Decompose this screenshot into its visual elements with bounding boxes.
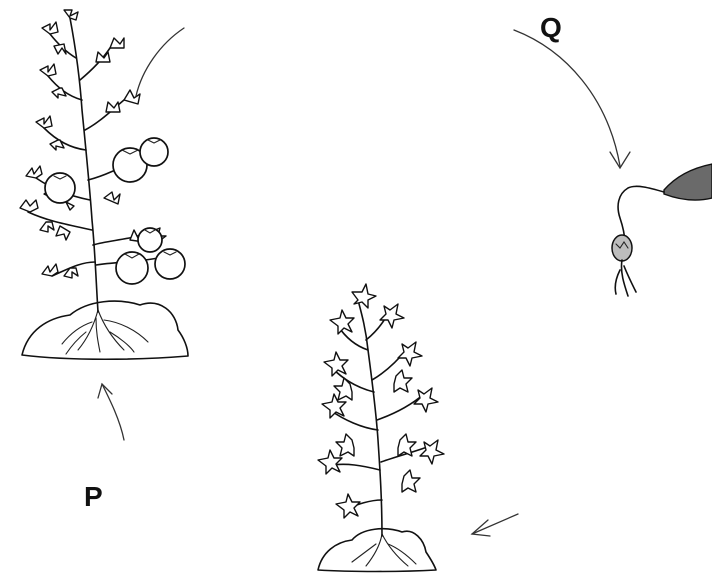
label-q: Q <box>540 14 562 42</box>
seedling-roots <box>615 260 636 296</box>
arrow-arc-top-left <box>136 28 184 96</box>
arrow-p <box>102 384 124 440</box>
soil-mound <box>22 301 188 359</box>
seed-coat <box>612 235 632 261</box>
flowering-plant-icon <box>318 284 444 572</box>
seed-leaf <box>664 164 712 200</box>
arrow-q-curve <box>514 30 620 166</box>
label-p: P <box>84 483 103 511</box>
roots <box>62 310 148 354</box>
roots-small <box>352 534 416 566</box>
fruiting-tomato-plant-icon <box>20 10 188 359</box>
germinating-seed-icon <box>612 164 712 296</box>
cycle-arrows <box>98 28 630 536</box>
arrow-bottom <box>472 514 518 534</box>
